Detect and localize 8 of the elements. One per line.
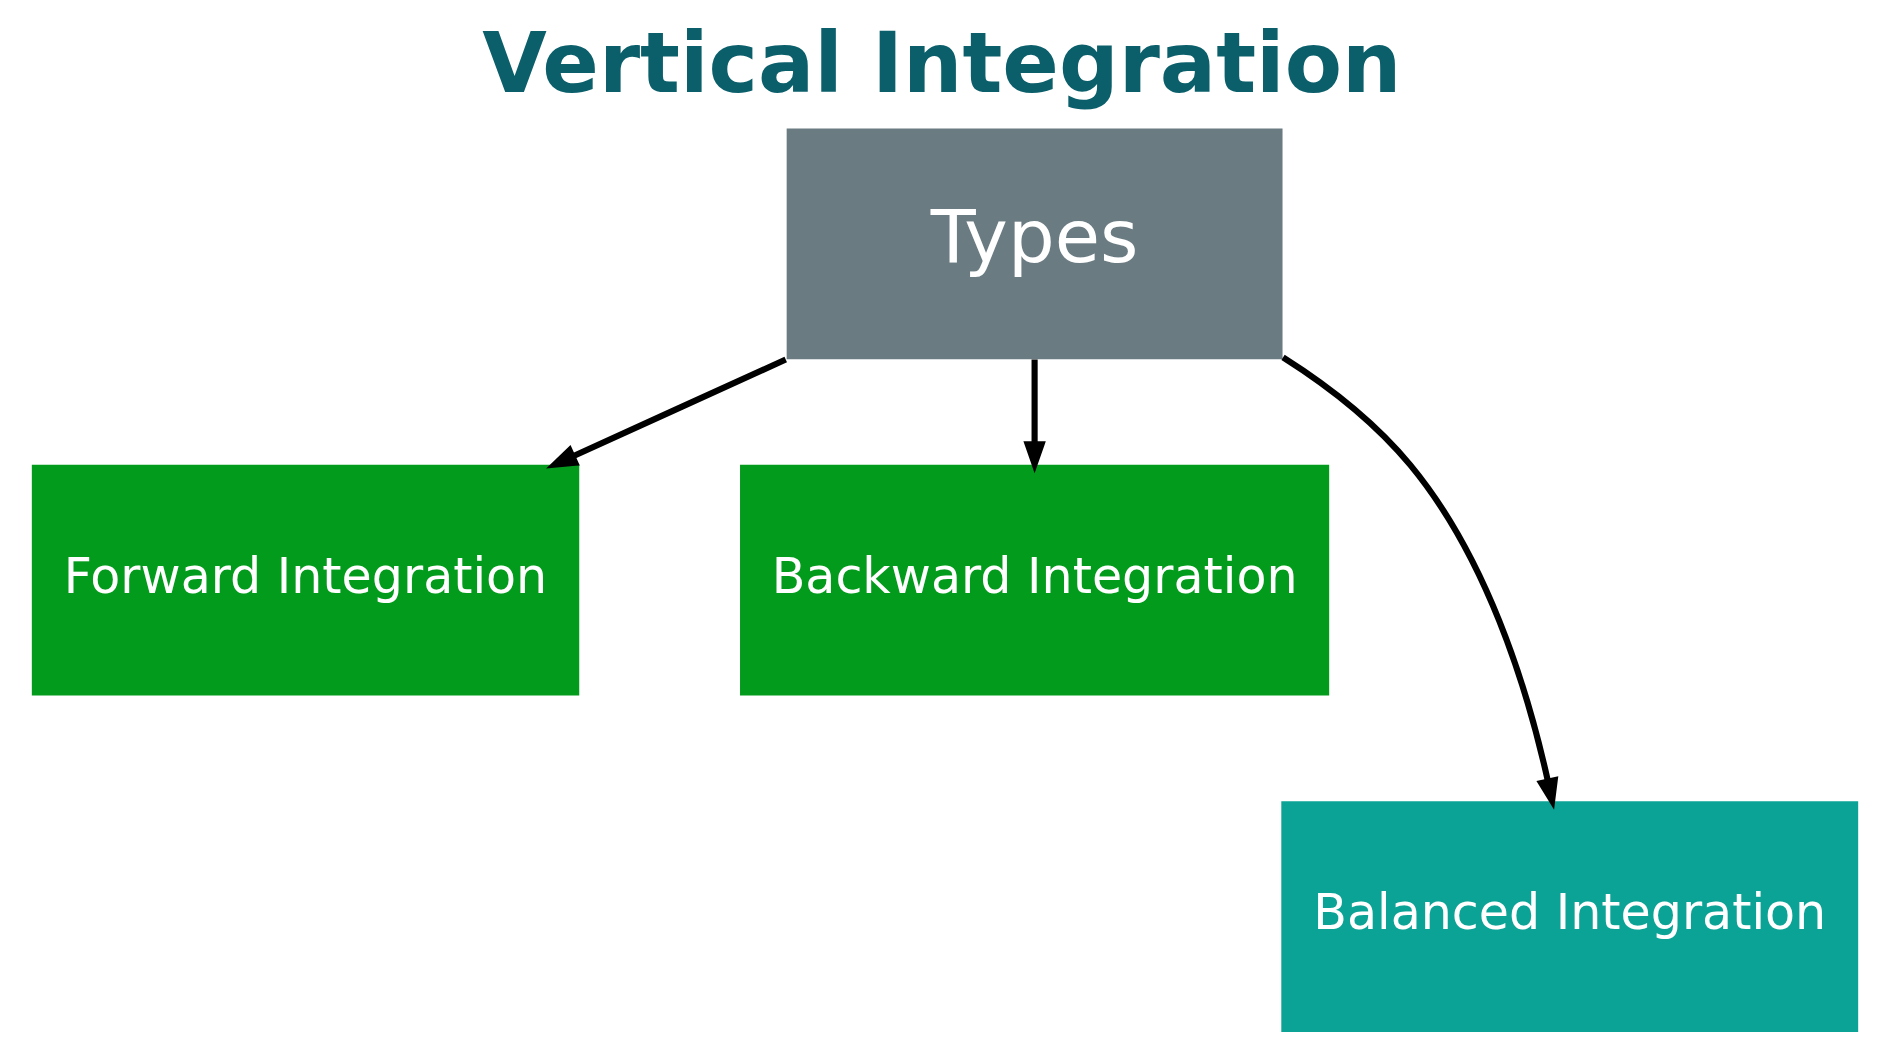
diagram-title: Vertical Integration [482,15,1402,113]
arrow [1281,354,1559,810]
node-box: Balanced Integration [1281,801,1859,1032]
node-box: Forward Integration [31,464,580,696]
node-box: Backward Integration [740,464,1330,696]
arrow [1023,359,1046,474]
arrow [546,356,787,469]
node-box: Types [786,128,1283,360]
